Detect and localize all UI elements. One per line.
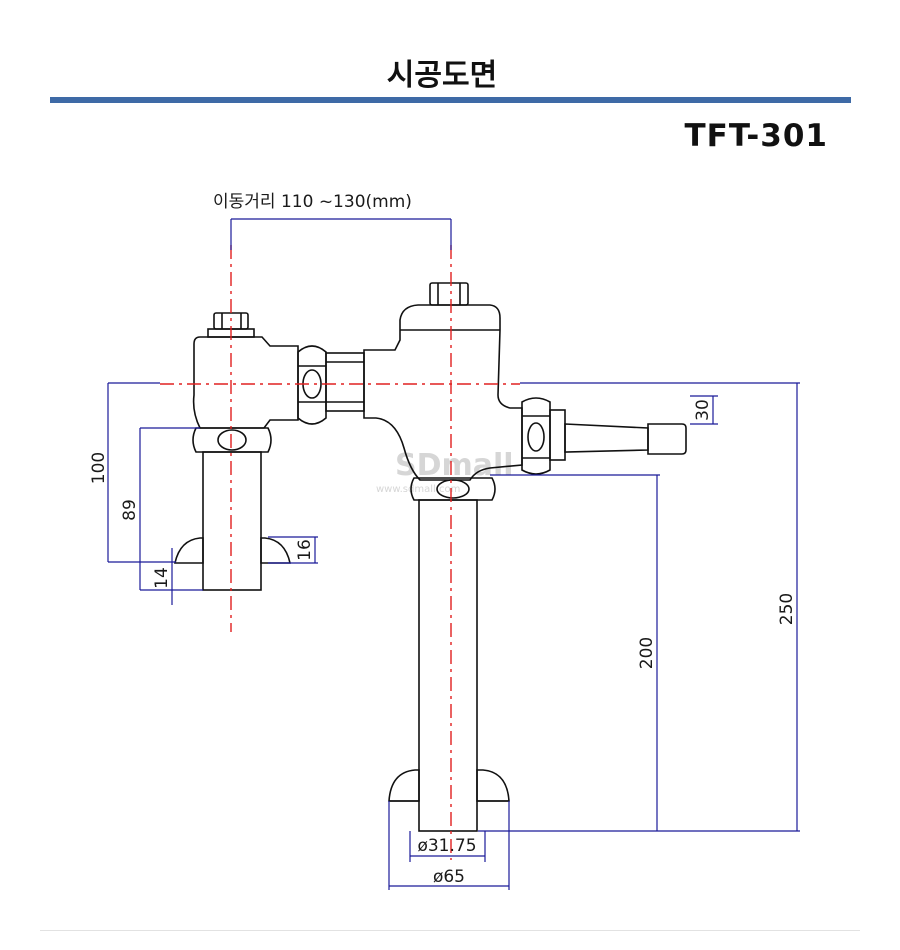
- dim-flange-diameter: ø65: [433, 867, 465, 887]
- dim-250: 250: [777, 593, 797, 625]
- main-valve-body: [363, 304, 523, 481]
- bottom-divider: [40, 930, 860, 931]
- handle-neck: [549, 409, 566, 461]
- dimension-lines: [107, 218, 800, 890]
- main-riser-pipe: [418, 499, 478, 832]
- left-valve-body: [192, 336, 299, 429]
- dim-30: 30: [693, 399, 713, 421]
- model-number: TFT-301: [684, 118, 828, 154]
- handle-hub: [521, 397, 551, 475]
- left-flange-l: [174, 537, 204, 564]
- left-pipe: [202, 451, 262, 591]
- main-top-cap: [429, 282, 469, 306]
- page-title: 시공도면: [386, 58, 498, 93]
- center-lines: [160, 245, 520, 860]
- union-nut: [297, 345, 327, 425]
- dim-pipe-diameter: ø31.75: [417, 836, 476, 856]
- left-collar: [192, 427, 272, 453]
- flush-lever: [564, 423, 649, 453]
- main-flange-l: [388, 769, 420, 802]
- dim-100: 100: [89, 452, 109, 484]
- main-collar: [410, 477, 496, 501]
- left-flange-r: [260, 537, 291, 564]
- dim-16: 16: [295, 539, 315, 561]
- lever-grip: [647, 423, 687, 455]
- dim-89: 89: [120, 499, 140, 521]
- watermark-brand: SDmall: [395, 448, 514, 483]
- dim-14: 14: [152, 567, 172, 589]
- title-divider: [50, 97, 851, 103]
- valve-outline: [174, 282, 687, 832]
- main-flange-r: [476, 769, 510, 802]
- dim-200: 200: [637, 637, 657, 669]
- travel-distance-label: 이동거리 110 ~130(mm): [213, 192, 412, 212]
- watermark-site: www.sdmall.com: [376, 484, 460, 495]
